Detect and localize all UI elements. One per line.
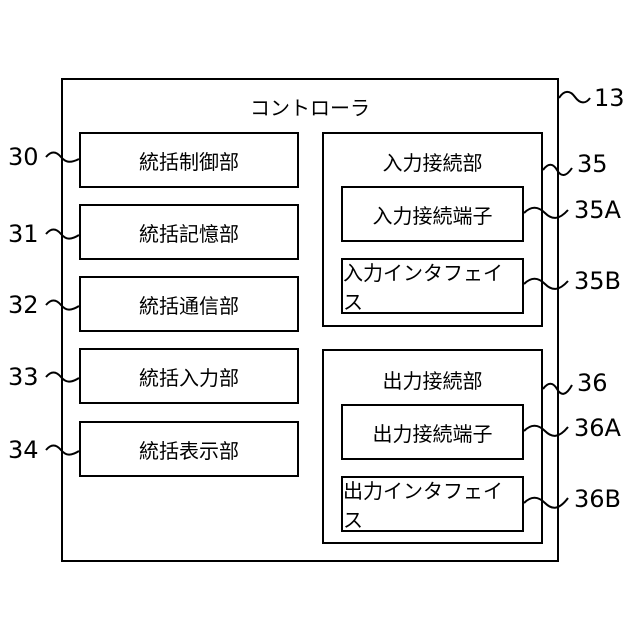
- ref-35: 35: [577, 152, 608, 176]
- leader-35: [543, 165, 572, 175]
- ref-30: 30: [8, 145, 39, 169]
- leader-36B: [524, 498, 568, 508]
- leader-36A: [524, 426, 568, 436]
- ref-35B: 35B: [574, 269, 621, 293]
- leader-33: [46, 373, 79, 382]
- leader-31: [46, 230, 79, 239]
- ref-13: 13: [594, 86, 625, 110]
- leader-36: [543, 384, 572, 394]
- ref-36A: 36A: [574, 416, 621, 440]
- leader-30: [46, 153, 79, 162]
- leader-34: [46, 446, 79, 455]
- ref-34: 34: [8, 438, 39, 462]
- ref-36B: 36B: [574, 487, 621, 511]
- ref-31: 31: [8, 222, 39, 246]
- leader-32: [46, 301, 79, 310]
- ref-35A: 35A: [574, 198, 621, 222]
- leader-13: [559, 92, 590, 103]
- leader-35A: [524, 208, 568, 218]
- ref-36: 36: [577, 371, 608, 395]
- leader-35B: [524, 279, 568, 289]
- ref-33: 33: [8, 365, 39, 389]
- ref-32: 32: [8, 293, 39, 317]
